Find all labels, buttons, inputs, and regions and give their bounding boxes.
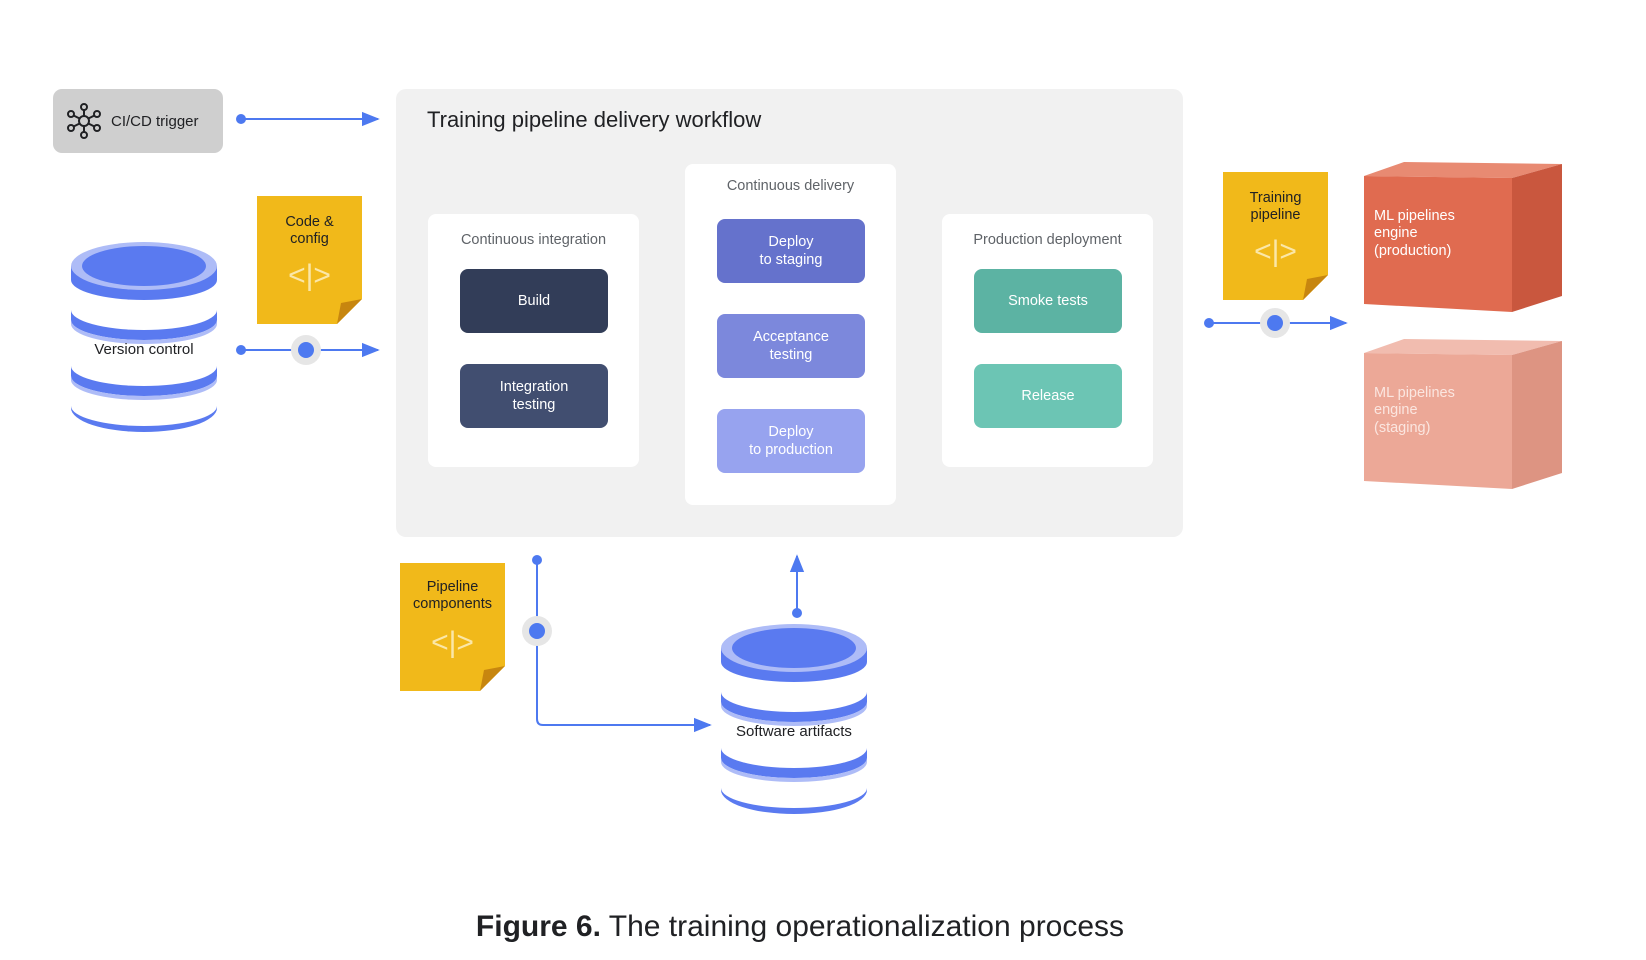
- software-artifacts-db: Software artifacts: [719, 622, 869, 816]
- stage-production-deployment: Production deployment: [942, 214, 1153, 467]
- training-pipeline-connector: [1204, 308, 1348, 338]
- step-deploy-to-staging: Deploy to staging: [717, 219, 865, 283]
- software-artifacts-label: Software artifacts: [736, 723, 852, 740]
- version-control-db: Version control: [69, 240, 219, 434]
- code-icon: <|>: [288, 259, 331, 292]
- ml-engine-production-label: ML pipelines engine (production): [1374, 208, 1455, 259]
- stage-title: Production deployment: [973, 232, 1122, 248]
- training-pipeline-note: Training pipeline <|>: [1223, 172, 1328, 300]
- cube-shape: [1364, 162, 1562, 312]
- database-icon: [721, 624, 867, 814]
- cube-shape: [1364, 339, 1562, 489]
- ml-engine-production: ML pipelines engine (production): [1362, 158, 1564, 314]
- trigger-connector: [236, 111, 380, 127]
- note-shape: [400, 563, 505, 691]
- ml-engine-staging: ML pipelines engine (staging): [1362, 335, 1564, 491]
- code-config-note: Code & config <|>: [257, 196, 362, 324]
- step-build: Build: [460, 269, 608, 333]
- stage-title: Continuous delivery: [726, 178, 855, 194]
- code-config-label: Code & config: [285, 214, 334, 248]
- stage-title: Continuous integration: [460, 232, 607, 248]
- step-acceptance-testing: Acceptance testing: [717, 314, 865, 378]
- database-icon: [71, 242, 217, 432]
- artifacts-connector: [789, 554, 805, 618]
- figure-number: Figure 6.: [475, 910, 601, 943]
- code-config-connector: [236, 335, 380, 365]
- cicd-trigger: CI/CD trigger: [53, 89, 223, 153]
- note-shape: [257, 196, 362, 324]
- figure-title: The training operationalization process: [600, 910, 1125, 943]
- training-pipeline-label: Training pipeline: [1249, 190, 1302, 224]
- code-icon: <|>: [431, 626, 474, 659]
- pipeline-components-note: Pipeline components <|>: [400, 563, 505, 691]
- hub-network-icon: [67, 103, 101, 139]
- stage-continuous-integration: Continuous integration: [428, 214, 639, 467]
- pipeline-components-label: Pipeline components: [413, 579, 492, 613]
- step-smoke-tests: Smoke tests: [974, 269, 1122, 333]
- ml-engine-staging-label: ML pipelines engine (staging): [1374, 385, 1455, 436]
- version-control-label: Version control: [94, 341, 194, 358]
- pipeline-components-connector: [522, 555, 712, 733]
- note-shape: [1223, 172, 1328, 300]
- code-icon: <|>: [1254, 235, 1297, 268]
- step-deploy-to-production: Deploy to production: [717, 409, 865, 473]
- step-release: Release: [974, 364, 1122, 428]
- workflow-title: Training pipeline delivery workflow: [427, 107, 762, 132]
- cicd-trigger-label: CI/CD trigger: [111, 112, 199, 130]
- figure-caption: Figure 6. The training operationalizatio…: [0, 910, 1600, 944]
- step-integration-testing: Integration testing: [460, 364, 608, 428]
